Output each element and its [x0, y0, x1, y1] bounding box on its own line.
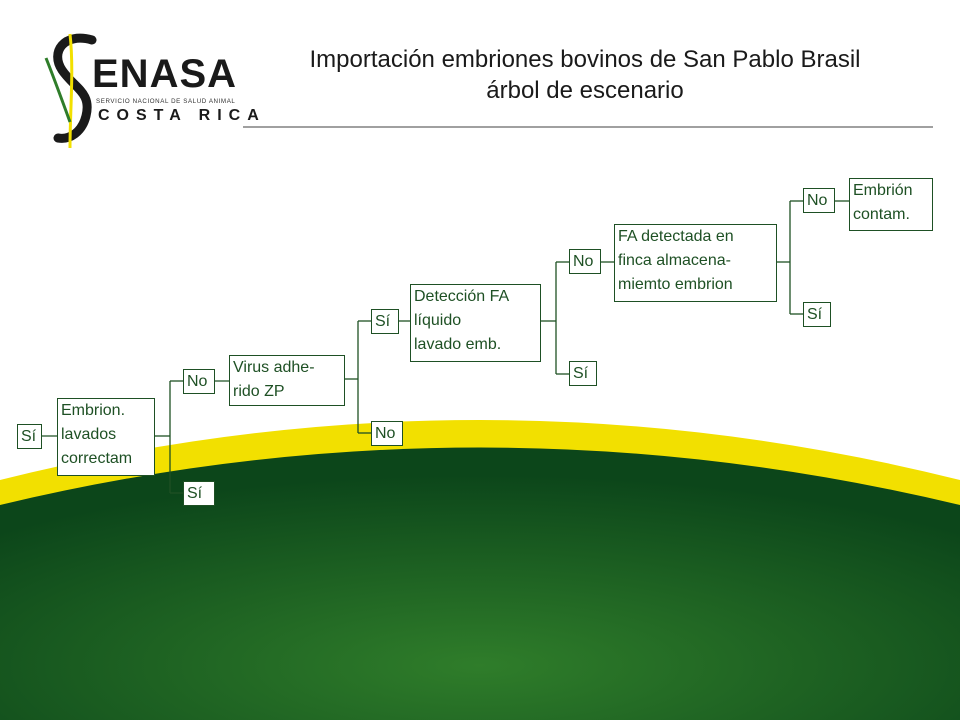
logo-subtitle: SERVICIO NACIONAL DE SALUD ANIMAL [96, 98, 236, 105]
node-embrion-lavados: Embrion. lavados correctam [57, 398, 155, 476]
node-embrion-contam: Embrión contam. [849, 178, 933, 231]
node-deteccion-fa: Detección FA líquido lavado emb. [410, 284, 541, 362]
node-si-3: Sí [569, 361, 597, 386]
senasa-logo: ENASA SERVICIO NACIONAL DE SALUD ANIMAL … [40, 30, 259, 150]
node-no-1: No [183, 369, 215, 394]
node-fa-finca: FA detectada en finca almacena- miemto e… [614, 224, 777, 302]
node-no-3: No [569, 249, 601, 274]
page-title: Importación embriones bovinos de San Pab… [240, 44, 930, 106]
green-band [0, 447, 960, 720]
node-si-2: Sí [371, 309, 399, 334]
node-virus-zp: Virus adhe- rido ZP [229, 355, 345, 406]
node-si-1: Sí [183, 481, 215, 506]
senasa-s-emblem-icon [44, 33, 97, 149]
title-line-2: árbol de escenario [486, 77, 684, 104]
node-si-root: Sí [17, 424, 42, 449]
node-si-4: Sí [803, 302, 831, 327]
logo-country: COSTA RICA [98, 107, 266, 124]
title-line-1: Importación embriones bovinos de San Pab… [309, 46, 861, 73]
title-divider [243, 126, 933, 128]
node-no-2: No [371, 421, 403, 446]
logo-brand-text: ENASA [92, 52, 238, 96]
node-no-4: No [803, 188, 835, 213]
